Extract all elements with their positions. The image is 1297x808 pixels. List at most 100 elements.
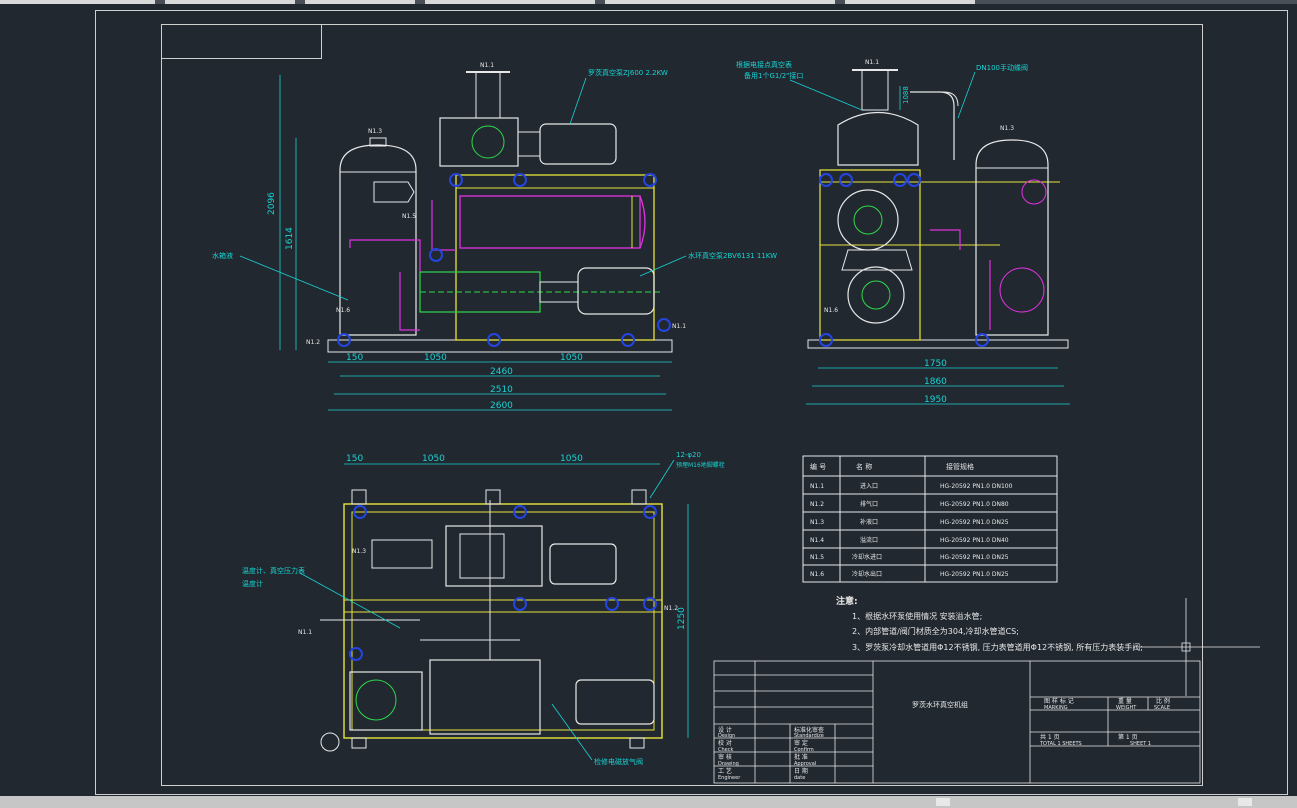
plan-dim-anchor-note: 预埋M16地脚螺栓	[676, 461, 725, 469]
side-label-valve-note-2: 备用1个G1/2"接口	[744, 71, 803, 80]
plan-nozzle-n1: N1.3	[352, 548, 366, 555]
tb-approve-en: Approval	[794, 761, 816, 767]
plan-roots-pump	[445, 525, 543, 587]
tb-marking-en: MARKING	[1044, 705, 1068, 711]
nozzle-table: 编 号 名 称 接管规格 N1.1 进入口 HG-20592 PN1.0 DN1…	[802, 455, 1058, 583]
tb-drawing-en: Drawing	[718, 761, 739, 767]
plan-dim-left: 150	[346, 454, 363, 464]
front-dim-overall-3: 2600	[490, 401, 513, 411]
table-row-2-name: 排气口	[860, 500, 878, 508]
plan-tank	[371, 539, 433, 569]
tb-drawing: 审 核	[718, 753, 732, 761]
table-row-5-name: 冷却水进口	[852, 553, 882, 561]
side-water-tank	[975, 139, 1049, 336]
plan-water-ring-pump	[349, 671, 423, 731]
tab-strip-4[interactable]	[425, 0, 595, 4]
front-heat-exchanger	[459, 195, 641, 249]
front-dim-overall-1: 2460	[490, 367, 513, 377]
tb-sheet-en: SHEET 1	[1130, 741, 1151, 747]
tab-strip-3[interactable]	[305, 0, 415, 4]
tab-strip-2[interactable]	[165, 0, 295, 4]
tb-confirm-en: Confirm	[794, 747, 814, 753]
tb-standard-en: Standardize	[794, 733, 824, 739]
table-row-1-spec: HG-20592 PN1.0 DN100	[940, 483, 1013, 490]
table-row-2-spec: HG-20592 PN1.0 DN80	[940, 501, 1009, 508]
front-roots-pump	[439, 117, 519, 167]
front-nozzle-top: N1.1	[480, 62, 494, 69]
tb-scale-en: SCALE	[1154, 705, 1170, 711]
side-nozzle-tank-top: N1.3	[1000, 125, 1014, 132]
side-nozzle-left-low: N1.6	[824, 307, 838, 314]
note-3: 3、罗茨泵冷却水管道用Φ12不锈钢, 压力表管道用Φ12不锈钢, 所有压力表装手…	[852, 642, 1143, 652]
side-dim-w1: 1750	[924, 359, 947, 369]
plan-frame	[343, 503, 663, 739]
side-dim-h-small: 1088	[902, 86, 910, 104]
tb-weight-en: WEIGHT	[1116, 705, 1137, 711]
side-base-skid	[807, 339, 1069, 349]
table-header-no: 编 号	[810, 462, 826, 471]
drawing-number-box	[161, 24, 322, 59]
tb-weight: 重 量	[1118, 697, 1132, 705]
table-row-5-no: N1.5	[810, 554, 824, 561]
tb-total-en: TOTAL 1 SHEETS	[1039, 741, 1082, 747]
front-nozzle-base-left: N1.2	[306, 339, 320, 346]
notes: 注意: 1、根据水环泵使用情况 安装溢水管; 2、内部管道/阀门材质全为304,…	[836, 595, 1260, 696]
table-row-2-no: N1.2	[810, 501, 824, 508]
tb-check-en: Check	[718, 747, 733, 753]
tab-strip-6[interactable]	[845, 0, 975, 4]
scroll-right-arrow-icon[interactable]	[1238, 798, 1252, 806]
scroll-left-arrow-icon[interactable]	[936, 798, 950, 806]
table-row-4-no: N1.4	[810, 537, 824, 544]
drawing-sheet-border	[95, 10, 1288, 795]
table-row-1-name: 进入口	[860, 482, 878, 490]
plan-view: 150 1050 1050 12-φ20 预埋M16地脚螺栓 1250 温度计、…	[242, 451, 725, 766]
front-label-water-tank: 水箱液	[212, 251, 233, 260]
front-dim-base-left: 150	[346, 353, 363, 363]
table-row-6-no: N1.6	[810, 571, 824, 578]
table-row-4-name: 溢流口	[860, 536, 878, 544]
front-nozzle-low-left: N1.6	[336, 307, 350, 314]
plan-label-exhaust: 检修电磁放气阀	[594, 757, 643, 766]
tb-sheet: 第 1 页	[1118, 733, 1138, 741]
table-row-1-no: N1.1	[810, 483, 824, 490]
tab-strip-5[interactable]	[605, 0, 835, 4]
plan-dim-b: 1050	[560, 454, 583, 464]
side-dim-w2: 1860	[924, 377, 947, 387]
tb-check: 校 对	[718, 739, 732, 747]
tb-engineer: 工 艺	[718, 767, 732, 775]
front-dim-overall-2: 2510	[490, 385, 513, 395]
tb-date: 日 期	[794, 767, 808, 775]
front-dim-h-mid: 1614	[285, 227, 295, 250]
table-row-6-spec: HG-20592 PN1.0 DN25	[940, 571, 1009, 578]
table-row-3-name: 补液口	[860, 518, 878, 526]
front-nozzle-side: N1.5	[402, 213, 416, 220]
side-dim-w3: 1950	[924, 395, 947, 405]
tab-strip-1[interactable]	[0, 0, 155, 4]
notes-title: 注意:	[836, 595, 858, 607]
note-2: 2、内部管道/阀门材质全为304,冷却水管道CS;	[852, 626, 1019, 636]
plan-roots-motor	[549, 543, 617, 585]
front-inlet-pipe	[475, 71, 501, 119]
tb-date-en: date	[794, 775, 805, 781]
side-label-manual-valve: DN100手动蝶阀	[976, 63, 1028, 72]
table-header-name: 名 称	[856, 462, 872, 471]
side-water-ring-pump	[837, 189, 899, 251]
side-view: 1750 1860 1950 1088 根据电接点真空表 备用1个G1/2"接口…	[736, 59, 1070, 405]
plan-pump-motor	[575, 679, 655, 725]
drawing-frame	[161, 24, 1203, 786]
tb-total: 共 1 页	[1040, 733, 1060, 741]
tb-approve: 批 准	[794, 753, 808, 761]
horizontal-scrollbar[interactable]	[0, 796, 1297, 808]
plan-dim-a: 1050	[422, 454, 445, 464]
front-label-roots-pump: 罗茨真空泵ZJ600 2.2KW	[588, 68, 668, 77]
side-label-valve-note-1: 根据电接点真空表	[736, 60, 792, 69]
plan-dim-anchor: 12-φ20	[676, 451, 701, 459]
front-view: 2096 1614 150 1050 1050 2460 2510 2600 罗…	[212, 62, 777, 411]
table-header-spec: 接管规格	[946, 462, 974, 471]
tb-scale: 比 例	[1156, 697, 1170, 705]
tb-engineer-en: Engineer	[718, 775, 741, 781]
side-nozzle-top: N1.1	[865, 59, 879, 66]
plan-label-thermometer: 温度计	[242, 579, 263, 588]
plan-nozzle-n2: N1.1	[298, 629, 312, 636]
